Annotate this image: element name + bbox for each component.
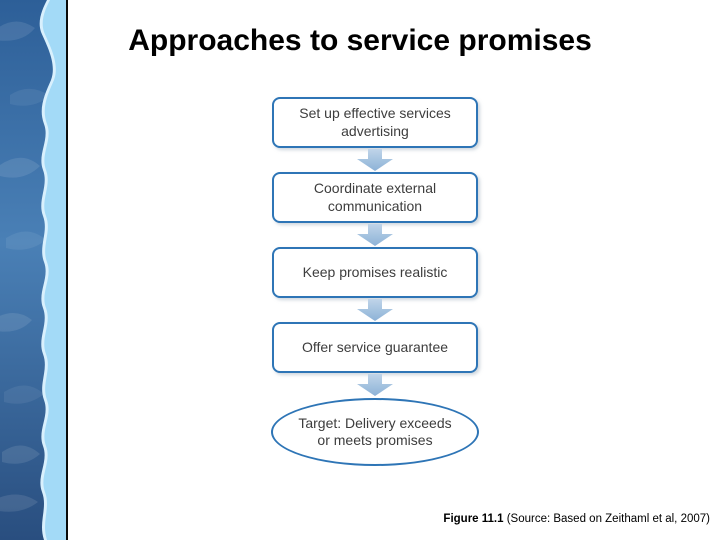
down-arrow-icon xyxy=(357,374,393,396)
flow-step-4: Offer service guarantee xyxy=(272,322,478,373)
sidebar-decoration xyxy=(0,0,68,540)
flowchart: Set up effective services advertising Co… xyxy=(271,97,479,466)
flow-terminal-ellipse: Target: Delivery exceeds or meets promis… xyxy=(271,398,479,466)
flow-step-1: Set up effective services advertising xyxy=(272,97,478,148)
figure-source: (Source: Based on Zeithaml et al, 2007) xyxy=(503,513,710,525)
flow-step-2: Coordinate external communication xyxy=(272,172,478,223)
flow-step-3: Keep promises realistic xyxy=(272,247,478,298)
flow-terminal-label: Target: Delivery exceeds or meets promis… xyxy=(298,414,452,448)
down-arrow-icon xyxy=(357,149,393,171)
down-arrow-icon xyxy=(357,299,393,321)
figure-caption: Figure 11.1 (Source: Based on Zeithaml e… xyxy=(443,513,710,525)
figure-label: Figure 11.1 xyxy=(443,513,504,525)
sidebar-wave-art xyxy=(0,0,68,540)
page-title: Approaches to service promises xyxy=(128,24,592,57)
down-arrow-icon xyxy=(357,224,393,246)
